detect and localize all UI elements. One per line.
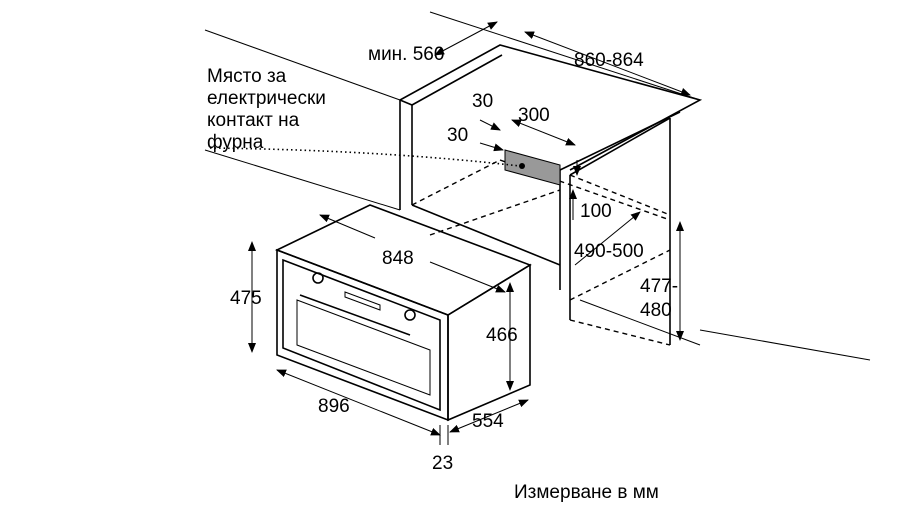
socket-leader-line — [209, 147, 521, 167]
socket-point-icon — [519, 163, 525, 169]
label-niche-height-1: 477- — [640, 276, 678, 297]
oven-knob-left — [312, 272, 324, 284]
label-socket-width: 300 — [518, 105, 550, 126]
label-socket-note-3: контакт на — [207, 110, 300, 131]
label-niche-height-2: 480 — [640, 300, 672, 321]
label-units-note: Измерване в мм — [514, 482, 659, 503]
label-oven-body-width: 848 — [382, 248, 414, 269]
label-niche-width: 860-864 — [574, 50, 644, 71]
label-front-thickness: 23 — [432, 453, 453, 474]
label-niche-depth: 490-500 — [574, 241, 644, 262]
label-socket-height: 100 — [580, 201, 612, 222]
label-oven-front-height: 475 — [230, 288, 262, 309]
dimension-lines — [248, 21, 691, 445]
socket-area — [504, 149, 561, 186]
label-socket-offset-side: 30 — [447, 125, 468, 146]
label-socket-offset-top: 30 — [472, 91, 493, 112]
label-min-depth: мин. 560 — [368, 44, 444, 65]
label-oven-depth: 554 — [472, 411, 504, 432]
wall-lines — [204, 11, 871, 361]
label-socket-note-1: Място за — [207, 66, 287, 87]
label-socket-note-2: електрически — [207, 88, 326, 109]
label-oven-body-height: 466 — [486, 325, 518, 346]
label-socket-note-4: фурна — [207, 132, 264, 153]
label-oven-front-width: 896 — [318, 396, 350, 417]
oven-knob-right — [404, 309, 416, 321]
